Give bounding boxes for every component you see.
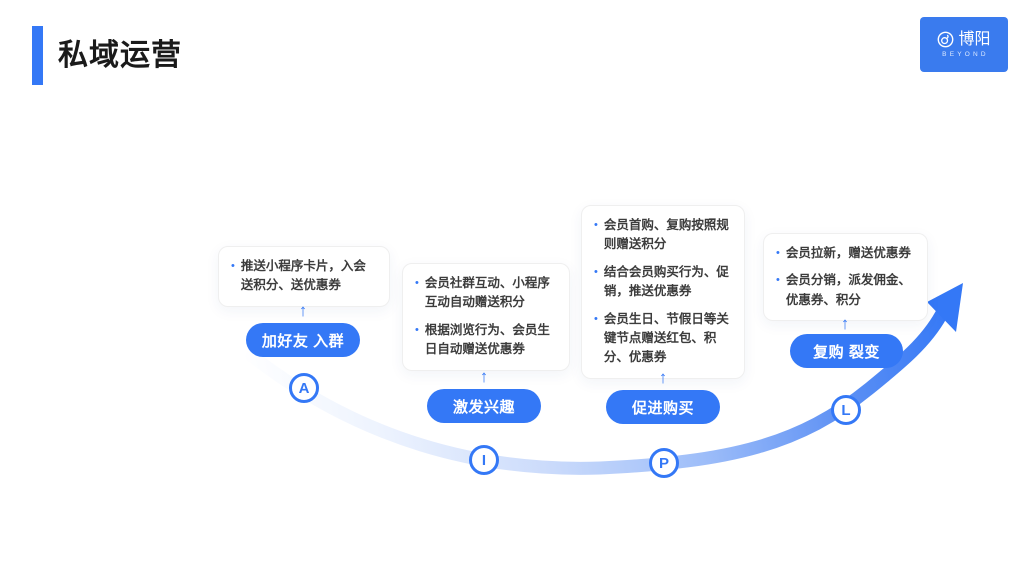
note-bullet: 会员生日、节假日等关键节点赠送红包、积分、优惠券: [594, 310, 732, 368]
brand-logo: 博阳 BEYOND: [920, 17, 1008, 72]
brand-logo-icon: [937, 31, 954, 48]
stage-letter-l: L: [831, 395, 861, 425]
note-bullet: 结合会员购买行为、促销，推送优惠券: [594, 263, 732, 302]
note-bullet: 会员拉新，赠送优惠券: [776, 244, 915, 263]
stage-letter-i: I: [469, 445, 499, 475]
stage-letter-p: P: [649, 448, 679, 478]
stage-button-repurchase-fission[interactable]: 复购 裂变: [790, 334, 903, 368]
note-bullet: 会员首购、复购按照规则赠送积分: [594, 216, 732, 255]
up-arrow-icon: ↑: [840, 313, 850, 333]
stage-button-add-friend[interactable]: 加好友 入群: [246, 323, 360, 357]
note-bullet: 根据浏览行为、会员生日自动赠送优惠券: [415, 321, 557, 360]
note-bullet: 会员分销，派发佣金、优惠券、积分: [776, 271, 915, 310]
stage-letter-a: A: [289, 373, 319, 403]
note-box-stage-i: 会员社群互动、小程序互动自动赠送积分 根据浏览行为、会员生日自动赠送优惠券: [402, 263, 570, 371]
stage-button-spark-interest[interactable]: 激发兴趣: [427, 389, 541, 423]
note-box-stage-l: 会员拉新，赠送优惠券 会员分销，派发佣金、优惠券、积分: [763, 233, 928, 322]
up-arrow-icon: ↑: [298, 300, 308, 320]
note-bullet: 会员社群互动、小程序互动自动赠送积分: [415, 274, 557, 313]
curve-arrowhead-icon: [927, 283, 963, 332]
up-arrow-icon: ↑: [479, 366, 489, 386]
stage-button-drive-purchase[interactable]: 促进购买: [606, 390, 720, 424]
note-bullet: 推送小程序卡片，入会送积分、送优惠券: [231, 257, 377, 296]
title-accent-bar: [32, 26, 43, 85]
note-box-stage-a: 推送小程序卡片，入会送积分、送优惠券: [218, 246, 390, 307]
brand-subtitle: BEYOND: [942, 51, 989, 58]
page-title: 私域运营: [58, 39, 182, 72]
brand-name: 博阳: [958, 31, 991, 48]
up-arrow-icon: ↑: [658, 367, 668, 387]
note-box-stage-p: 会员首购、复购按照规则赠送积分 结合会员购买行为、促销，推送优惠券 会员生日、节…: [581, 205, 745, 379]
